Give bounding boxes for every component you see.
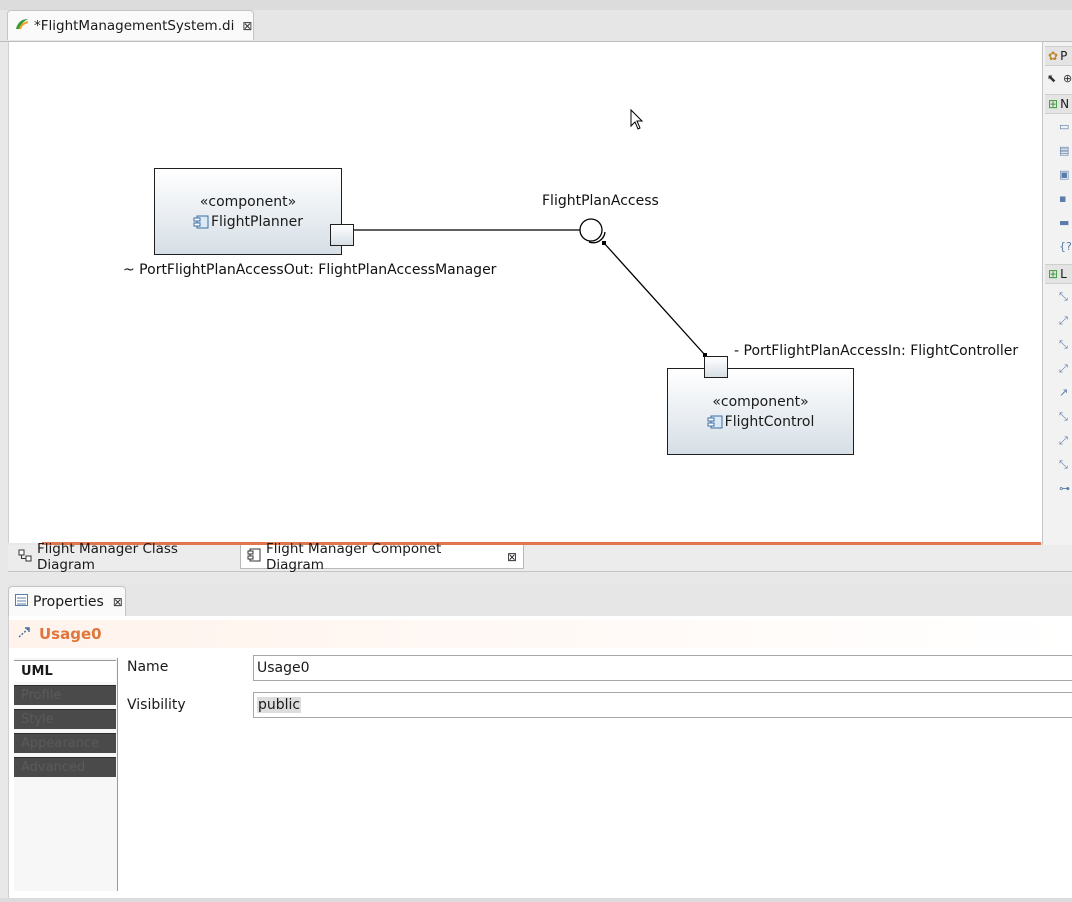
component-tool-icon[interactable]: ▤ bbox=[1059, 144, 1070, 157]
property-tab-uml[interactable]: UML bbox=[14, 660, 116, 682]
package-tool-icon[interactable]: ▭ bbox=[1059, 120, 1070, 133]
component-name-row: FlightControl bbox=[707, 412, 815, 432]
component-flightcontrol[interactable]: «component» FlightControl bbox=[667, 368, 854, 455]
visibility-label: Visibility bbox=[127, 697, 186, 713]
constraint-tool-icon[interactable]: {? bbox=[1059, 240, 1072, 253]
selection-handle[interactable] bbox=[602, 241, 606, 245]
usage-connector[interactable] bbox=[603, 242, 706, 356]
usage-icon bbox=[17, 625, 33, 643]
component-name: FlightPlanner bbox=[210, 213, 304, 230]
properties-icon bbox=[15, 593, 28, 610]
property-tab-appearance[interactable]: Appearance bbox=[14, 733, 116, 753]
link-tool-icon[interactable]: ⤡ bbox=[1059, 410, 1068, 423]
diagram-canvas[interactable] bbox=[8, 42, 1042, 543]
tab-class-diagram[interactable]: Flight Manager Class Diagram bbox=[12, 541, 238, 573]
name-label: Name bbox=[127, 659, 169, 675]
link-tool-icon[interactable]: ⤡ bbox=[1059, 458, 1068, 471]
port-out-label[interactable]: ~ PortFlightPlanAccessOut: FlightPlanAcc… bbox=[123, 262, 497, 278]
close-icon[interactable]: ⊠ bbox=[242, 18, 253, 33]
required-interface-socket bbox=[588, 231, 606, 244]
component-stereotype: «component» bbox=[199, 193, 297, 210]
link-tool-icon[interactable]: ⤡ bbox=[1059, 338, 1068, 351]
component-icon bbox=[193, 215, 209, 229]
property-tab-advanced[interactable]: Advanced bbox=[14, 757, 116, 777]
properties-tab-bar bbox=[8, 584, 1072, 616]
name-field-value: Usage0 bbox=[257, 660, 310, 676]
tab-component-diagram[interactable]: Flight Manager Componet Diagram ⊠ bbox=[240, 541, 524, 573]
canvas-selection-indicator bbox=[42, 542, 1041, 545]
select-tool-icon[interactable]: ⬉ bbox=[1047, 72, 1057, 85]
class-diagram-icon bbox=[18, 549, 32, 566]
component-stereotype: «component» bbox=[712, 393, 809, 410]
properties-header: Usage0 bbox=[9, 620, 1072, 648]
drawer-icon: ⊞ bbox=[1048, 267, 1059, 281]
component-flightplanner[interactable]: «component» FlightPlanner bbox=[154, 168, 342, 255]
comment-tool-icon[interactable]: ▬ bbox=[1059, 216, 1070, 229]
link-tool-icon[interactable]: ⤢ bbox=[1059, 362, 1068, 375]
provided-interface-lollipop[interactable] bbox=[579, 218, 603, 242]
editor-tab-title: *FlightManagementSystem.di bbox=[34, 17, 235, 34]
property-tab-style[interactable]: Style bbox=[14, 709, 116, 729]
port-tool-icon[interactable]: ▪ bbox=[1059, 192, 1067, 205]
papyrus-icon bbox=[14, 17, 30, 35]
selection-handle[interactable] bbox=[703, 353, 707, 357]
palette-drawer-nodes[interactable]: ⊞ N bbox=[1045, 94, 1072, 114]
visibility-value: public bbox=[257, 697, 302, 713]
port-out[interactable] bbox=[330, 224, 354, 246]
interface-label[interactable]: FlightPlanAccess bbox=[542, 193, 659, 209]
palette-drawer-label: N bbox=[1060, 97, 1070, 111]
component-diagram-icon bbox=[247, 548, 261, 566]
link-tool-icon[interactable]: ⊶ bbox=[1059, 482, 1070, 495]
palette-drawer-links[interactable]: ⊞ L bbox=[1045, 264, 1072, 284]
link-tool-icon[interactable]: ⤢ bbox=[1059, 314, 1068, 327]
close-icon[interactable]: ⊠ bbox=[506, 549, 517, 564]
link-tool-icon[interactable]: ⤢ bbox=[1059, 434, 1068, 447]
port-in[interactable] bbox=[704, 356, 728, 378]
port-in-label[interactable]: - PortFlightPlanAccessIn: FlightControll… bbox=[734, 343, 1019, 359]
tab-label: Flight Manager Class Diagram bbox=[37, 541, 178, 573]
visibility-select[interactable]: public bbox=[253, 692, 1072, 718]
palette-drawer-label: L bbox=[1060, 267, 1067, 281]
properties-view-title: Properties bbox=[33, 593, 104, 610]
palette-icon: ✿ bbox=[1048, 49, 1059, 63]
interface-tool-icon[interactable]: ▣ bbox=[1059, 168, 1070, 181]
drawer-icon: ⊞ bbox=[1048, 97, 1059, 111]
palette: ✿ P ⬉ ⊕ ⊞ N ▭ ▤ ▣ ▪ ▬ {? ⊞ L ⤡ ⤢ ⤡ ⤢ ↗ ⤡… bbox=[1042, 42, 1072, 545]
component-name: FlightControl bbox=[724, 413, 815, 430]
property-tab-profile[interactable]: Profile bbox=[14, 685, 116, 705]
window-bottom-strip bbox=[0, 898, 1072, 902]
palette-header-label: P bbox=[1060, 49, 1068, 63]
mouse-cursor-icon bbox=[630, 108, 644, 130]
editor-tab[interactable]: *FlightManagementSystem.di ⊠ bbox=[7, 10, 254, 40]
zoom-tool-icon[interactable]: ⊕ bbox=[1063, 72, 1072, 85]
link-tool-icon[interactable]: ⤡ bbox=[1059, 290, 1068, 303]
component-name-row: FlightPlanner bbox=[193, 212, 303, 232]
properties-view-tab[interactable]: Properties ⊠ bbox=[8, 586, 126, 616]
component-icon bbox=[707, 415, 723, 429]
palette-header[interactable]: ✿ P bbox=[1045, 46, 1072, 66]
selected-element-name: Usage0 bbox=[39, 625, 102, 643]
diagram-connectors bbox=[353, 108, 707, 357]
diagram-tab-bar bbox=[8, 545, 1072, 572]
tab-label: Flight Manager Componet Diagram bbox=[266, 540, 442, 573]
close-icon[interactable]: ⊠ bbox=[112, 594, 123, 609]
link-tool-icon[interactable]: ↗ bbox=[1059, 386, 1069, 399]
name-field[interactable]: Usage0 bbox=[253, 655, 1072, 681]
